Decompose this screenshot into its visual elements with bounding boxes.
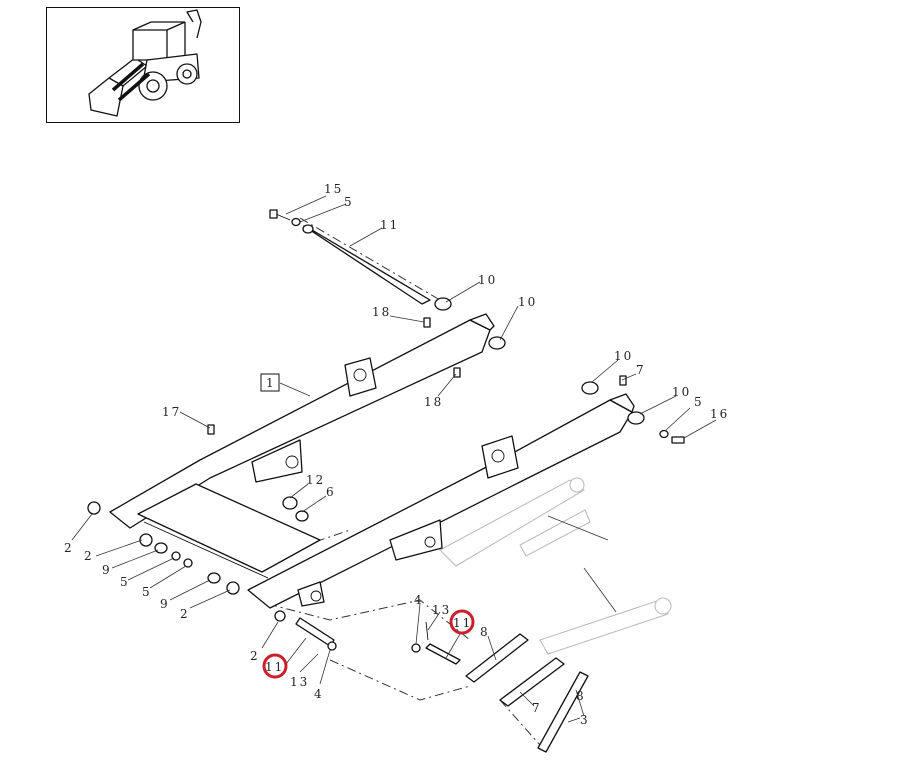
callout-12: 12 — [306, 473, 325, 487]
callout-7-r: 7 — [636, 363, 646, 377]
callout-6: 6 — [326, 485, 336, 499]
callout-4-a: 4 — [314, 687, 324, 701]
callout-3: 3 — [580, 713, 590, 727]
callout-11-top: 11 — [380, 218, 399, 232]
callout-2-a: 2 — [64, 541, 74, 555]
callout-2-d: 2 — [250, 649, 260, 663]
backhoe-loader-icon — [88, 9, 202, 117]
callout-11-highlighted-left: 11 — [265, 660, 284, 674]
callout-13-b: 13 — [432, 603, 451, 617]
callout-7-b: 7 — [532, 701, 542, 715]
callout-8-b: 8 — [576, 689, 586, 703]
callout-18-b: 18 — [424, 395, 443, 409]
callout-5-top: 5 — [344, 195, 354, 209]
callout-4-b: 4 — [414, 593, 424, 607]
callout-16: 16 — [710, 407, 729, 421]
callout-11-highlighted-right: 11 — [453, 616, 472, 630]
callout-2-c: 2 — [180, 607, 190, 621]
highlight-marks — [262, 609, 475, 679]
leader-lines — [71, 195, 717, 723]
callout-1: 1 — [266, 376, 276, 390]
callout-8-a: 8 — [480, 625, 490, 639]
callout-5-a: 5 — [120, 575, 130, 589]
callout-18-a: 18 — [372, 305, 391, 319]
callout-10-b: 10 — [518, 295, 537, 309]
callout-13-a: 13 — [290, 675, 309, 689]
callout-5-r: 5 — [694, 395, 704, 409]
pins-and-bushings — [87, 209, 685, 753]
thumbnail-frame — [46, 7, 240, 123]
highlight-circle-right — [449, 609, 475, 635]
lift-cylinder-ghost — [439, 477, 672, 655]
callout-2-b: 2 — [84, 549, 94, 563]
callout-10-c: 10 — [614, 349, 633, 363]
callout-10-d: 10 — [672, 385, 691, 399]
callout-labels: 15 5 11 10 10 18 18 1 17 10 7 10 5 16 12… — [64, 182, 729, 727]
callout-10-a: 10 — [478, 273, 497, 287]
highlight-circle-left — [262, 653, 288, 679]
loader-arm-frame — [109, 313, 635, 609]
part-1-box — [260, 373, 280, 392]
callout-9-a: 9 — [102, 563, 112, 577]
callout-17: 17 — [162, 405, 181, 419]
callout-15: 15 — [324, 182, 343, 196]
callout-9-b: 9 — [160, 597, 170, 611]
callout-5-b: 5 — [142, 585, 152, 599]
